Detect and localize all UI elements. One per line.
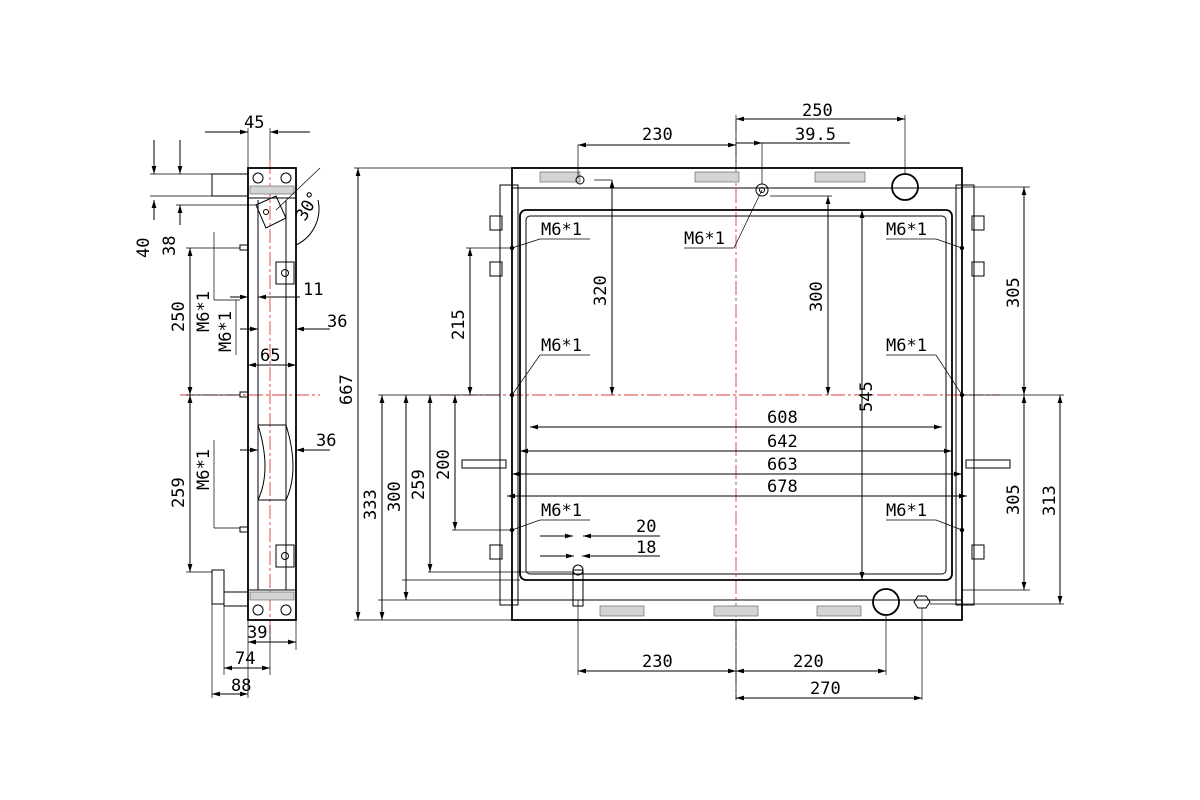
dim-663: 663: [767, 455, 798, 475]
thread-label: M6*1: [541, 220, 582, 240]
bracket-left-1: [489, 215, 503, 231]
side-dim-36-upper: 36: [327, 312, 347, 332]
side-outlet-pipe: [211, 569, 225, 605]
dim-545: 545: [857, 381, 877, 412]
bottom-tank-hatch-1: [599, 605, 645, 617]
inner-dimensions: 320 300 545: [591, 179, 877, 580]
dim-top-39-5: 39.5: [795, 125, 836, 145]
side-pin-profile: [257, 424, 266, 501]
left-mounting-pin: [461, 459, 507, 469]
side-dim-38: 38: [160, 236, 180, 256]
dim-300: 300: [385, 481, 405, 512]
right-dimensions: 305 305 313: [930, 186, 1064, 605]
center-boss-inner: [759, 187, 765, 193]
thread-label: M6*1: [886, 501, 927, 521]
bottom-dimensions: 230 220 270: [577, 600, 923, 701]
dim-305-top: 305: [1004, 277, 1024, 308]
inlet-pipe: [891, 173, 919, 201]
thread-label: M6*1: [541, 501, 582, 521]
thread-label: M6*1: [684, 229, 725, 249]
bottom-tank-hatch-3: [816, 605, 862, 617]
side-body: [247, 167, 297, 621]
side-dim-65: 65: [260, 346, 280, 366]
side-dim-39: 39: [247, 623, 267, 643]
thread-label: M6*1: [886, 220, 927, 240]
filler-neck: [255, 195, 287, 229]
top-tank-hatch-3: [814, 171, 866, 183]
top-dimensions: 230 250 39.5: [577, 101, 906, 184]
bracket-right-3: [971, 544, 985, 560]
side-dim-250: 250: [169, 301, 189, 332]
side-dim-36-lower: 36: [316, 431, 336, 451]
side-thread-label: M6*1: [194, 449, 214, 490]
side-thread-label: M6*1: [194, 291, 214, 332]
side-dim-259: 259: [169, 477, 189, 508]
thread-label: M6*1: [886, 336, 927, 356]
side-bracket-top: [275, 261, 295, 285]
radiator-core: [519, 209, 953, 581]
dim-215: 215: [449, 309, 469, 340]
top-tank-hatch-2: [694, 171, 740, 183]
bracket-right-1: [971, 215, 985, 231]
radiator-core-inner: [525, 215, 947, 575]
side-dim-88: 88: [231, 676, 251, 696]
side-dim-74: 74: [235, 649, 255, 669]
drain-plug: [913, 595, 931, 609]
left-dimensions: 667 333 300 259 200 215: [337, 167, 573, 621]
side-dim-angle: 30°: [292, 188, 325, 225]
dim-305-bottom: 305: [1004, 484, 1024, 515]
dim-200: 200: [434, 449, 454, 480]
dim-bottom-220: 220: [793, 652, 824, 672]
bottom-tank-hatch-2: [713, 605, 759, 617]
side-inlet-pipe: [211, 173, 249, 197]
dim-320: 320: [591, 275, 611, 306]
front-view: 230 250 39.5 230 220 270 608 642 663: [337, 101, 1064, 701]
outlet-pipe: [872, 588, 900, 616]
thread-callouts: M6*1 M6*1 M6*1 M6*1 M6*1 M6*1 M6*1: [511, 189, 963, 531]
dim-top-250: 250: [802, 101, 833, 121]
bracket-left-2: [489, 261, 503, 277]
dim-20: 20: [636, 517, 656, 537]
drain-pipe-end: [572, 564, 584, 576]
side-dim-11: 11: [303, 280, 323, 300]
thread-label: M6*1: [541, 336, 582, 356]
dim-259: 259: [409, 469, 429, 500]
bracket-left-3: [489, 544, 503, 560]
dim-300-inner: 300: [807, 281, 827, 312]
dim-642: 642: [767, 432, 798, 452]
width-dimensions: 608 642 663 678 20 18: [507, 408, 967, 559]
top-tank-hatch-1: [539, 171, 581, 183]
top-boss: [575, 175, 585, 185]
dim-top-230: 230: [642, 125, 673, 145]
dim-bottom-270: 270: [810, 679, 841, 699]
side-dim-40: 40: [134, 238, 154, 258]
side-dim-45: 45: [244, 113, 264, 133]
dim-608: 608: [767, 408, 798, 428]
dim-bottom-230: 230: [642, 652, 673, 672]
right-mounting-pin: [965, 459, 1011, 469]
side-view: 45 40 38 30° 250 259 M6*1 M6*1 M6*1: [134, 113, 347, 698]
dim-313: 313: [1040, 485, 1060, 516]
dim-333: 333: [361, 489, 381, 520]
dim-18: 18: [636, 538, 656, 558]
side-bracket-bottom: [275, 544, 295, 568]
dim-667: 667: [337, 374, 357, 405]
bracket-right-2: [971, 261, 985, 277]
dim-678: 678: [767, 477, 798, 497]
side-thread-label: M6*1: [216, 311, 236, 352]
angle-arc: [295, 199, 320, 246]
